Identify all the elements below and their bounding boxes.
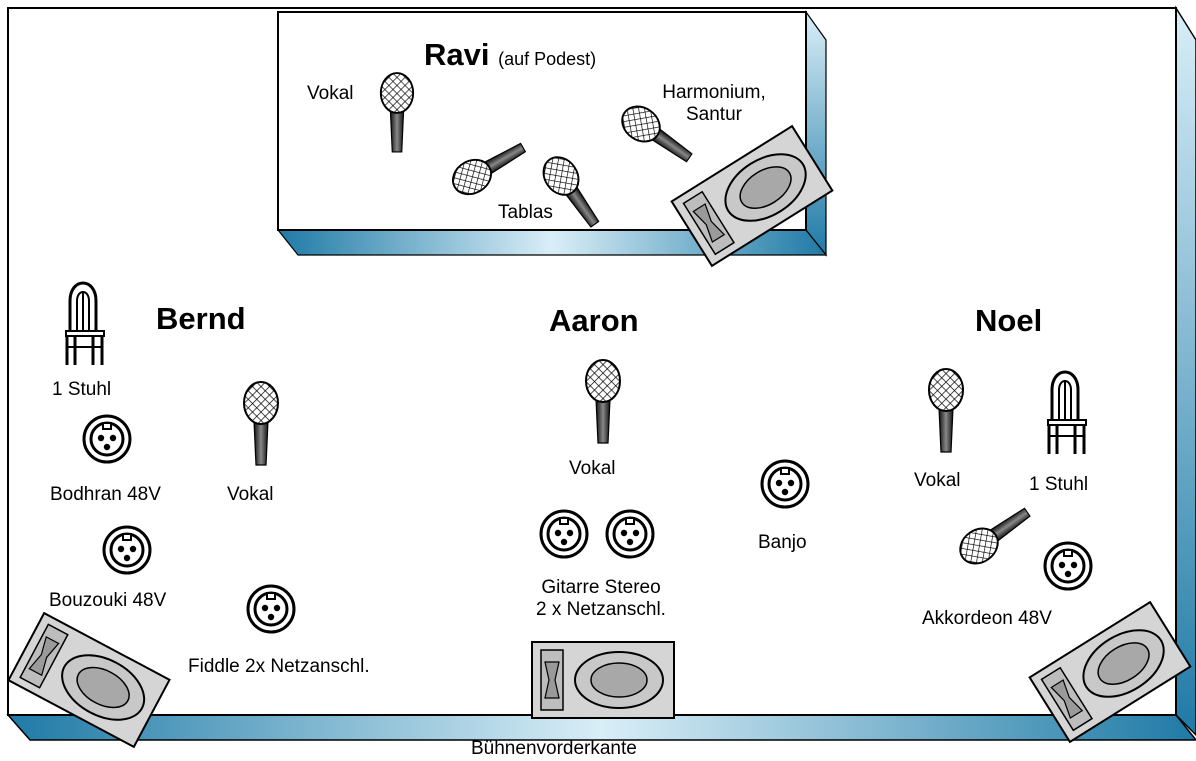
label-santur: Santur	[686, 104, 742, 125]
label-banjo: Banjo	[758, 532, 807, 553]
label-vocal-noel: Vokal	[914, 470, 961, 491]
fiddle-power-label: 2x Netzanschl.	[245, 656, 370, 677]
label-fiddle: Fiddle 2x Netzanschl.	[188, 656, 370, 678]
fiddle-label: Fiddle	[188, 656, 240, 677]
label-chair-bernd: 1 Stuhl	[52, 379, 112, 400]
label-bouzouki: Bouzouki 48V	[49, 590, 167, 611]
performer-name-ravi: Ravi (auf Podest)	[424, 38, 596, 76]
label-tablas: Tablas	[498, 202, 553, 223]
xlr-input-icon	[246, 584, 296, 634]
performer-name-noel: Noel	[975, 303, 1043, 338]
performer-name-bernd: Bernd	[156, 301, 246, 336]
label-harmonium: Harmonium,	[662, 82, 766, 103]
label-guitar: Gitarre Stereo	[541, 577, 661, 598]
label-bodhran: Bodhran 48V	[50, 484, 161, 505]
xlr-input-icon	[539, 509, 589, 559]
stage-front-edge-label: Bühnenvorderkante	[471, 738, 637, 759]
label-vocal-ravi: Vokal	[307, 83, 354, 104]
label-accordion: Akkordeon 48V	[922, 608, 1052, 629]
xlr-input-icon	[1043, 541, 1093, 591]
riser-note: (auf Podest)	[498, 49, 597, 69]
monitor-wedge-icon	[531, 641, 675, 719]
performer-name-aaron: Aaron	[549, 303, 639, 338]
label-guitar-power: 2 x Netzanschl.	[536, 599, 666, 620]
xlr-input-icon	[605, 509, 655, 559]
label-vocal-bernd: Vokal	[227, 484, 274, 505]
xlr-input-icon	[82, 414, 132, 464]
label-chair-noel: 1 Stuhl	[1029, 474, 1089, 495]
xlr-input-icon	[760, 459, 810, 509]
label-vocal-aaron: Vokal	[569, 458, 616, 479]
xlr-input-icon	[102, 525, 152, 575]
performer-name: Ravi	[424, 37, 490, 72]
